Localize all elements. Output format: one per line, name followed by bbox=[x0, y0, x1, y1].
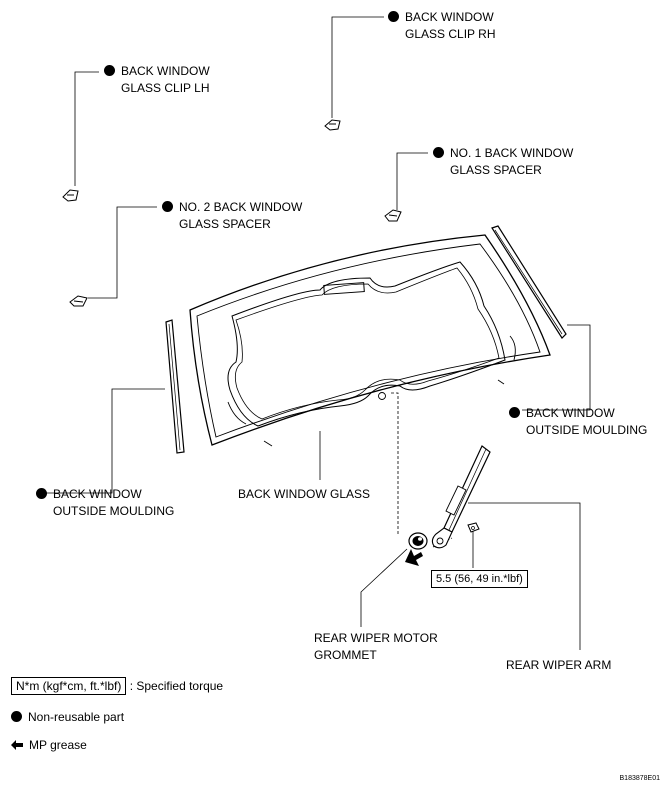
label-wiper-arm: REAR WIPER ARM bbox=[506, 658, 612, 672]
wiper-nut bbox=[467, 522, 480, 533]
torque-unit-box: N*m (kgf*cm, ft.*lbf) bbox=[11, 677, 127, 695]
rear-wiper-arm bbox=[431, 445, 491, 549]
non-reusable-icon bbox=[388, 11, 399, 22]
glass-clip-lh bbox=[62, 189, 79, 202]
legend-non-reusable: Non-reusable part bbox=[11, 709, 124, 725]
rear-wiper-motor-grommet bbox=[408, 532, 428, 550]
outside-moulding-right bbox=[491, 225, 567, 339]
back-window-glass bbox=[189, 234, 551, 447]
label-grommet: REAR WIPER MOTOR GROMMET bbox=[314, 631, 438, 662]
glass-spacer-no2 bbox=[69, 295, 88, 307]
label-clip-lh: BACK WINDOW GLASS CLIP LH bbox=[104, 63, 210, 97]
grease-arrow-icon bbox=[405, 549, 423, 566]
glass-clip-rh bbox=[324, 119, 341, 131]
non-reusable-icon bbox=[433, 147, 444, 158]
non-reusable-icon bbox=[36, 488, 47, 499]
label-back-window-glass: BACK WINDOW GLASS bbox=[238, 487, 371, 501]
legend-torque: N*m (kgf*cm, ft.*lbf) : Specified torque bbox=[11, 677, 223, 695]
outside-moulding-left bbox=[165, 319, 185, 454]
label-clip-rh: BACK WINDOW GLASS CLIP RH bbox=[388, 9, 495, 43]
label-spacer-no2: NO. 2 BACK WINDOW GLASS SPACER bbox=[162, 199, 302, 233]
label-moulding-left: BACK WINDOW OUTSIDE MOULDING bbox=[36, 486, 174, 520]
legend-grease: MP grease bbox=[11, 737, 87, 753]
glass-spacer-no1 bbox=[384, 209, 402, 222]
left-arrow-icon bbox=[11, 739, 23, 750]
torque-spec-box: 5.5 (56, 49 in.*lbf) bbox=[431, 570, 528, 588]
diagram-code: B183878E01 bbox=[619, 775, 660, 782]
label-moulding-right: BACK WINDOW OUTSIDE MOULDING bbox=[509, 405, 647, 439]
label-spacer-no1: NO. 1 BACK WINDOW GLASS SPACER bbox=[433, 145, 573, 179]
non-reusable-icon bbox=[162, 201, 173, 212]
filled-circle-icon bbox=[11, 711, 22, 722]
non-reusable-icon bbox=[509, 407, 520, 418]
non-reusable-icon bbox=[104, 65, 115, 76]
